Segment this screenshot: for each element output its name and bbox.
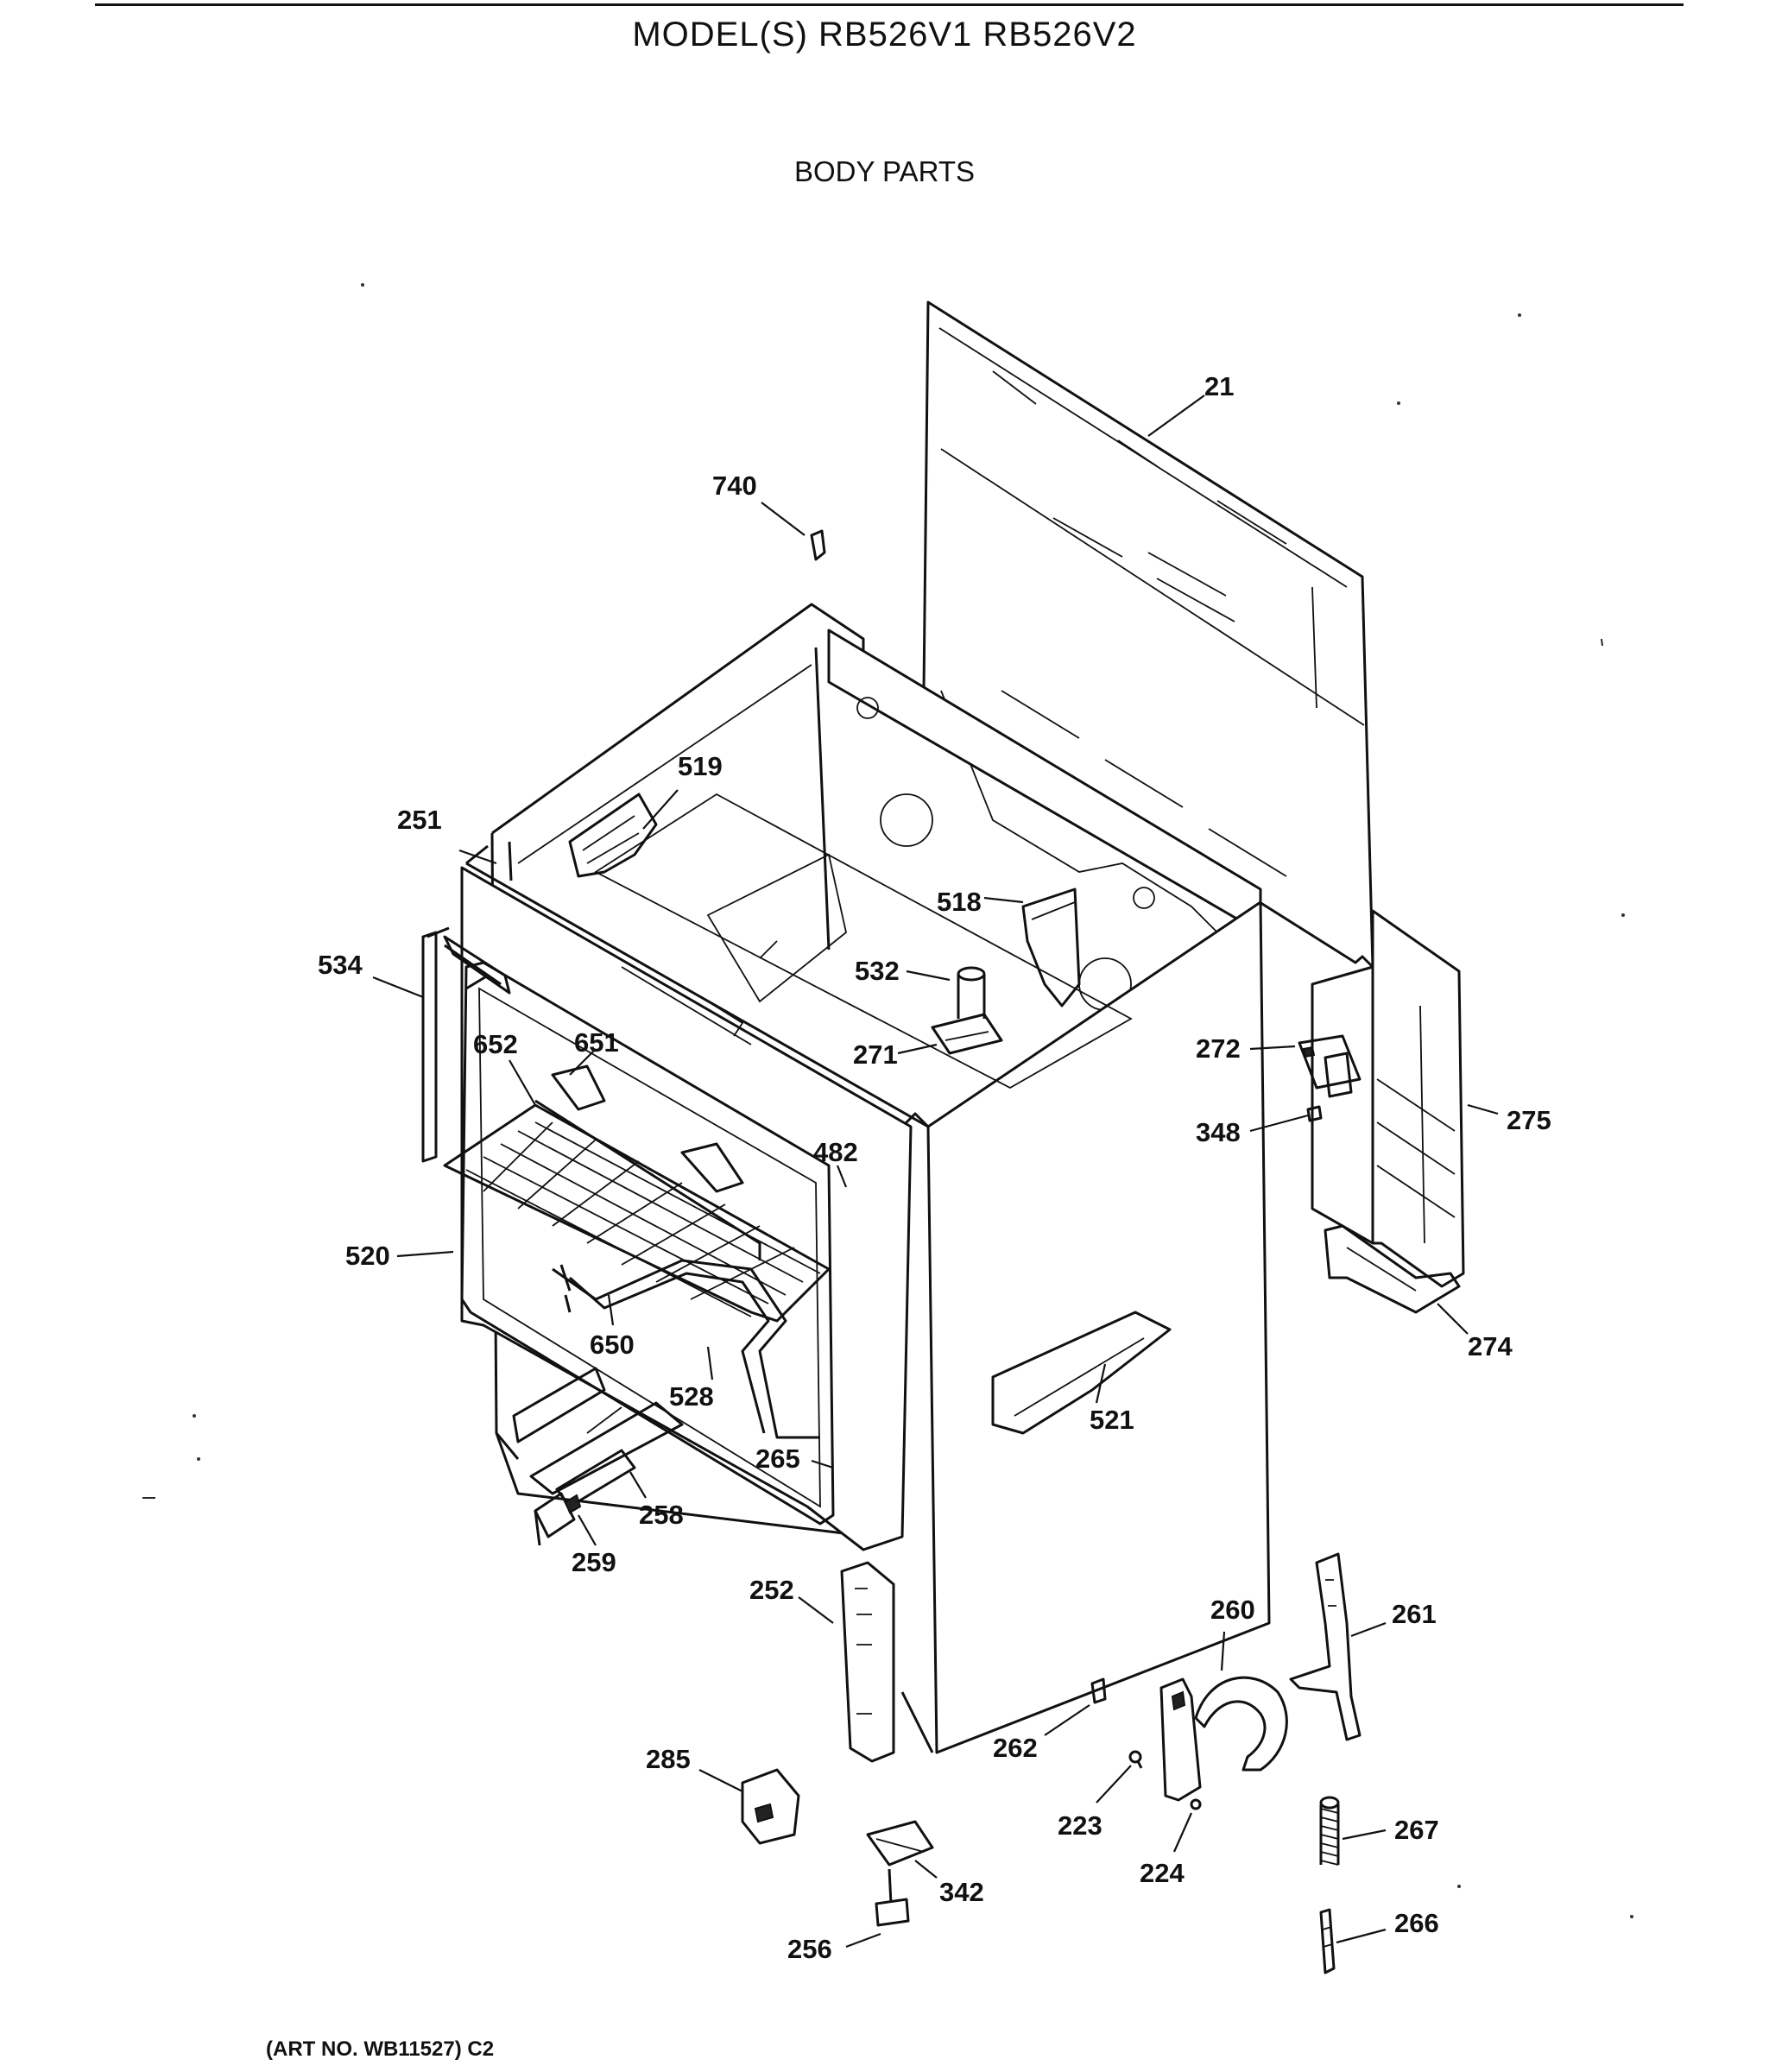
art-number: (ART NO. WB11527) C2 (266, 2037, 495, 2061)
hinge-260 (1159, 1676, 1288, 1802)
header-rule (95, 3, 1684, 6)
section-title: BODY PARTS (793, 155, 976, 187)
spring-267 (1319, 1796, 1340, 1866)
cabinet-body (465, 603, 1271, 1754)
part-label: 272 (1196, 1033, 1241, 1064)
part-label: 534 (318, 950, 363, 980)
oven-rack (443, 1099, 831, 1323)
part-label: 650 (590, 1330, 635, 1360)
link-266 (1319, 1908, 1336, 1974)
part-label: 652 (473, 1029, 518, 1059)
part-label: 274 (1468, 1331, 1513, 1361)
leveling-bracket-342 (866, 1820, 934, 1867)
part-labels: 21 740 519 251 518 534 532 652 651 271 2… (318, 371, 1551, 1964)
part-label: 267 (1394, 1815, 1439, 1845)
back-panel (922, 300, 1374, 969)
part-label: 285 (646, 1744, 691, 1774)
terminal-285 (741, 1768, 800, 1845)
part-label: 252 (749, 1575, 794, 1605)
part-label: 224 (1140, 1858, 1185, 1888)
part-348 (1306, 1105, 1323, 1122)
speck-marks (142, 283, 1633, 1918)
part-label: 21 (1204, 371, 1234, 401)
part-label: 265 (755, 1443, 800, 1474)
part-label: 260 (1210, 1595, 1255, 1625)
part-label: 348 (1196, 1117, 1241, 1147)
nut-224 (1190, 1798, 1202, 1810)
part-label: 342 (939, 1877, 984, 1907)
bake-element (552, 1259, 820, 1439)
leveling-leg-256 (875, 1868, 910, 1927)
part-label: 223 (1058, 1810, 1102, 1841)
part-label: 256 (787, 1934, 832, 1964)
part-label: 251 (397, 805, 442, 835)
bottom-hinge-parts (512, 1367, 684, 1546)
side-duct-275 (1311, 909, 1465, 1288)
part-label: 259 (572, 1547, 616, 1577)
part-label: 521 (1090, 1405, 1134, 1435)
part-label: 258 (639, 1500, 684, 1530)
hinge-arm-261 (1289, 1552, 1361, 1741)
left-trim-strip (421, 926, 511, 1163)
part-label: 528 (669, 1381, 714, 1412)
screw-223 (1128, 1750, 1143, 1769)
insulation-518 (1021, 888, 1081, 1008)
part-label: 271 (853, 1039, 898, 1070)
part-label: 519 (678, 751, 723, 781)
part-label: 266 (1394, 1908, 1439, 1938)
oven-sensor (931, 966, 1003, 1055)
clip-740 (810, 529, 826, 561)
front-frame (460, 866, 913, 1551)
clip-262 (1090, 1677, 1107, 1704)
bracket-274 (1324, 1224, 1461, 1314)
part-label: 261 (1392, 1599, 1437, 1629)
leader-lines (372, 395, 1499, 1949)
oven-gasket (460, 961, 835, 1526)
part-label: 651 (574, 1027, 619, 1058)
insulation-519 (568, 793, 658, 878)
model-title: MODEL(S) RB526V1 RB526V2 (632, 16, 1137, 54)
part-label: 262 (993, 1733, 1038, 1763)
terminal-block-272 (1298, 1034, 1361, 1098)
part-label: 532 (855, 956, 900, 986)
part-label: 482 (813, 1137, 858, 1167)
part-label: 275 (1507, 1105, 1551, 1135)
part-label: 740 (712, 471, 757, 501)
part-label: 520 (345, 1241, 390, 1271)
hinge-bracket-252 (840, 1561, 895, 1763)
part-label: 518 (937, 887, 982, 917)
